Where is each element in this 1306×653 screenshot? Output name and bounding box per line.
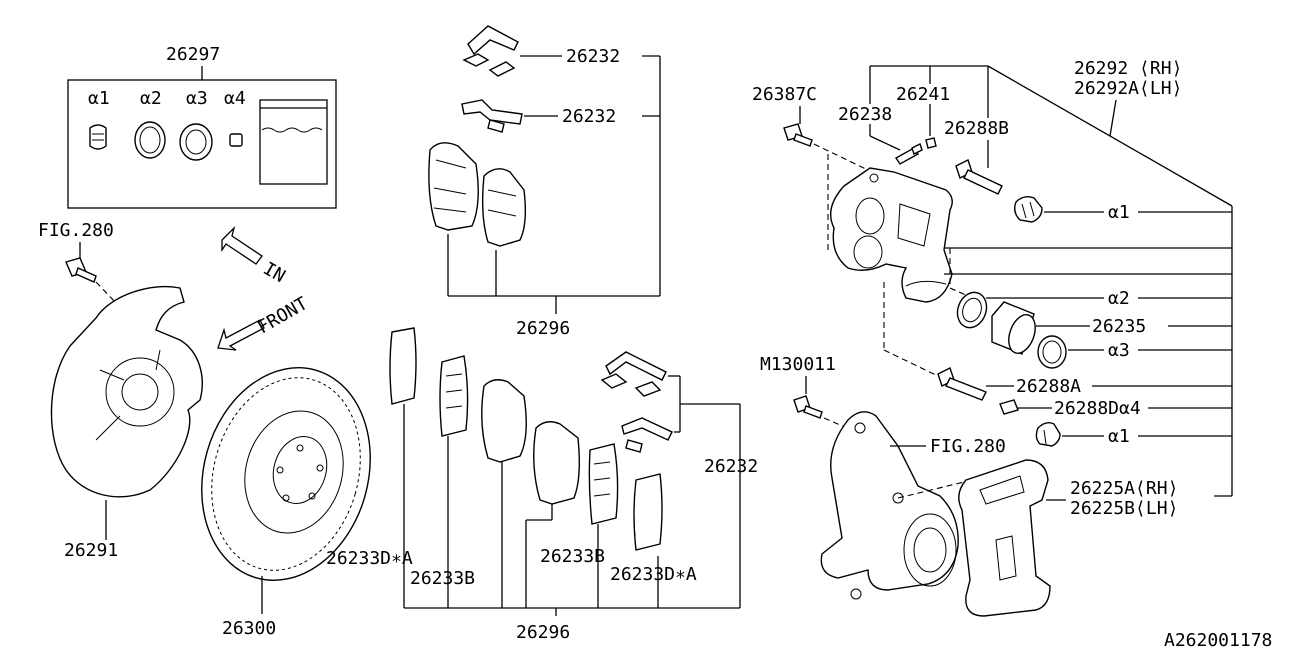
label-26292A-lh[interactable]: 26292A⟨LH⟩ xyxy=(1074,78,1182,99)
pin-boot-top xyxy=(1013,195,1043,223)
pad-clip-lower-1 xyxy=(600,351,667,397)
diagram-ref-code: A262001178 xyxy=(1164,630,1272,651)
label-26238[interactable]: 26238 xyxy=(838,104,892,125)
label-26296-bottom[interactable]: 26296 xyxy=(516,622,570,643)
shim-inner-right xyxy=(588,443,619,525)
brake-pad-upper-2 xyxy=(481,168,527,247)
pad-clip-upper-1 xyxy=(462,25,519,77)
pin-sleeve-part xyxy=(229,133,243,147)
guide-pin-26288B xyxy=(955,159,1003,195)
label-26232-c[interactable]: 26232 xyxy=(704,456,758,477)
label-26233DA-right[interactable]: 26233D∗A xyxy=(610,564,697,585)
pad-clip-lower-2 xyxy=(621,417,673,453)
seal-kit-group: 26297 α1 α2 α3 α4 xyxy=(67,44,337,209)
kit-item-a2[interactable]: α2 xyxy=(140,88,162,109)
lower-pad-set-group: 26232 26233D∗A 26233B 26233B 26233D∗A 26… xyxy=(326,327,758,643)
dust-seal-part xyxy=(179,123,213,161)
label-26288B[interactable]: 26288B xyxy=(944,118,1009,139)
kit-item-a3[interactable]: α3 xyxy=(186,88,208,109)
shim-outer-right xyxy=(633,473,663,551)
dust-seal-a3 xyxy=(1037,335,1067,369)
label-fig280-knuckle[interactable]: FIG.280 xyxy=(930,436,1006,457)
label-26296-top[interactable]: 26296 xyxy=(516,318,570,339)
label-fig280-top[interactable]: FIG.280 xyxy=(38,220,114,241)
caliper-bolt-26387C xyxy=(783,123,813,147)
brake-pad-lower-2 xyxy=(533,421,581,505)
bleeder-cap-26241 xyxy=(925,137,937,149)
arrow-front-label: FRONT xyxy=(254,293,312,338)
dust-shield-part xyxy=(50,286,203,498)
dust-shield-group: FIG.280 26291 xyxy=(38,220,203,561)
label-26387C[interactable]: 26387C xyxy=(752,84,817,105)
label-26297[interactable]: 26297 xyxy=(166,44,220,65)
label-a3[interactable]: α3 xyxy=(1108,340,1130,361)
label-26241[interactable]: 26241 xyxy=(896,84,950,105)
label-26225B-lh[interactable]: 26225B⟨LH⟩ xyxy=(1070,498,1178,519)
steering-knuckle-part xyxy=(820,411,959,591)
label-a1-bottom[interactable]: α1 xyxy=(1108,426,1130,447)
label-26233B-right[interactable]: 26233B xyxy=(540,546,605,567)
sleeve-26288D xyxy=(999,399,1019,415)
grease-packet xyxy=(259,99,328,185)
label-26232-b[interactable]: 26232 xyxy=(562,106,616,127)
pin-boot-bottom xyxy=(1035,421,1061,447)
label-26291[interactable]: 26291 xyxy=(64,540,118,561)
label-26235[interactable]: 26235 xyxy=(1092,316,1146,337)
label-a1-top[interactable]: α1 xyxy=(1108,202,1130,223)
brake-rotor-group: 26300 xyxy=(201,367,371,639)
pad-clip-upper-2 xyxy=(461,99,523,133)
label-26300[interactable]: 26300 xyxy=(222,618,276,639)
brake-rotor-part xyxy=(201,367,371,581)
arrow-in-label: IN xyxy=(260,258,289,287)
boot-part xyxy=(89,124,107,150)
kit-item-a1[interactable]: α1 xyxy=(88,88,110,109)
label-26225A-rh[interactable]: 26225A⟨RH⟩ xyxy=(1070,478,1178,499)
shim-inner-left xyxy=(439,355,469,437)
label-m130011[interactable]: M130011 xyxy=(760,354,836,375)
label-26288A[interactable]: 26288A xyxy=(1016,376,1081,397)
caliper-group: 26387C 26238 26241 26288B 26292 ⟨RH⟩ 262… xyxy=(752,58,1233,497)
piston-26235 xyxy=(991,301,1036,355)
guide-pin-26288A xyxy=(937,367,987,401)
bleeder-screw-26238 xyxy=(894,143,923,165)
piston-seal-26 xyxy=(956,291,988,329)
label-26232-a[interactable]: 26232 xyxy=(566,46,620,67)
shim-outer-left xyxy=(389,327,417,405)
label-26233DA-left[interactable]: 26233D∗A xyxy=(326,548,413,569)
label-a2[interactable]: α2 xyxy=(1108,288,1130,309)
kit-item-a4[interactable]: α4 xyxy=(224,88,246,109)
support-bolt-m130011 xyxy=(793,395,823,419)
brake-pad-lower-1 xyxy=(481,379,527,463)
brake-pad-upper-1 xyxy=(428,142,479,231)
label-26288D[interactable]: 26288Dα4 xyxy=(1054,398,1141,419)
upper-pad-set-group: 26232 26232 26296 xyxy=(428,25,661,339)
label-26292-rh[interactable]: 26292 ⟨RH⟩ xyxy=(1074,58,1182,79)
direction-arrows: IN FRONT xyxy=(217,225,312,351)
knuckle-support-group: M130011 FIG.280 26225A⟨RH⟩ 26225B⟨LH⟩ xyxy=(760,354,1178,617)
shield-bolt-part xyxy=(65,257,97,283)
label-26233B-left[interactable]: 26233B xyxy=(410,568,475,589)
seal-kit-box xyxy=(67,79,337,209)
